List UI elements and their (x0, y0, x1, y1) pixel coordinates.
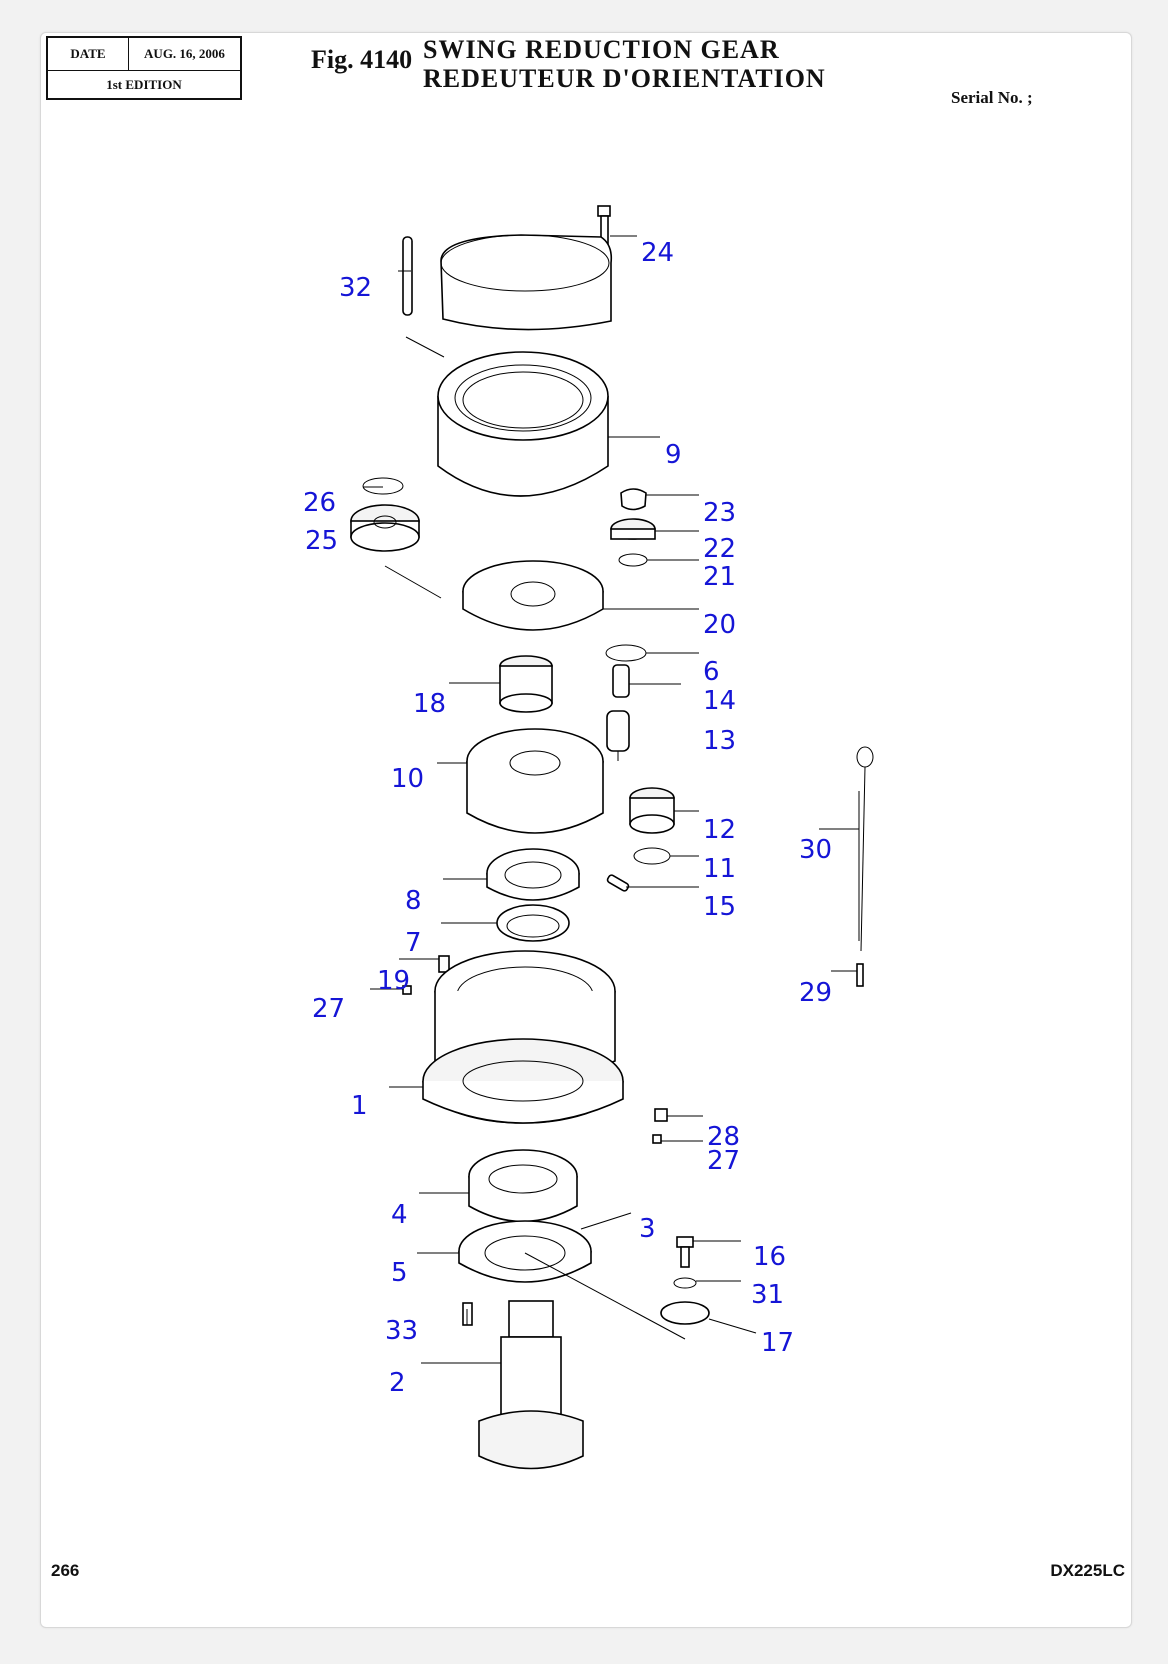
bearing-8 (486, 848, 580, 942)
date-label: DATE (48, 38, 129, 70)
carrier-10 (466, 728, 604, 834)
callout-31: 31 (751, 1280, 784, 1310)
callout-32: 32 (339, 273, 372, 303)
callout-6: 6 (703, 657, 720, 687)
pins-13-14 (605, 644, 647, 752)
plug-19 (402, 955, 450, 995)
title-french: REDEUTEUR D'ORIENTATION (423, 64, 826, 93)
callout-1: 1 (351, 1091, 368, 1121)
callout-8: 8 (405, 886, 422, 916)
date-edition-box: DATE AUG. 16, 2006 1st EDITION (46, 36, 242, 100)
planet-gear-12 (606, 787, 675, 892)
carrier-plate-20 (462, 560, 604, 631)
model-name: DX225LC (1050, 1561, 1125, 1580)
serial-number-label: Serial No. ; (951, 88, 1033, 107)
callout-5: 5 (391, 1258, 408, 1288)
pinion-shaft-2 (478, 1300, 584, 1470)
callout-28: 28 (707, 1122, 740, 1152)
callout-12: 12 (703, 815, 736, 845)
sun-gear-18 (499, 655, 553, 713)
callout-3: 3 (639, 1214, 656, 1244)
callout-15: 15 (703, 892, 736, 922)
callout-30: 30 (799, 835, 832, 865)
housing-1 (422, 950, 624, 1124)
callout-numbers: 32 24 9 26 25 23 22 21 20 6 14 18 13 10 … (303, 238, 832, 1398)
bolt-16 (660, 1236, 710, 1325)
cover-5 (458, 1220, 592, 1283)
callout-29: 29 (799, 978, 832, 1008)
callout-20: 20 (703, 610, 736, 640)
drawing-sheet: DATE AUG. 16, 2006 1st EDITION Fig. 4140… (40, 32, 1132, 1628)
planet-gear-25 (350, 477, 420, 552)
edition-label: 1st EDITION (106, 77, 182, 92)
callout-19: 19 (377, 966, 410, 996)
callout-25: 25 (305, 526, 338, 556)
callout-10: 10 (391, 764, 424, 794)
callout-22: 22 (703, 534, 736, 564)
callout-21: 21 (703, 562, 736, 592)
callout-9: 9 (665, 440, 682, 470)
callout-33: 33 (385, 1316, 418, 1346)
callout-18: 18 (413, 689, 446, 719)
ring-gear-9 (437, 351, 609, 497)
callout-7: 7 (405, 928, 422, 958)
callout-26: 26 (303, 488, 336, 518)
figure-number: Fig. 4140 (311, 45, 413, 74)
date-value: AUG. 16, 2006 (144, 46, 225, 61)
sun-gear-22 (610, 488, 656, 567)
callout-11: 11 (703, 854, 736, 884)
exploded-parts-diagram: 32 24 9 26 25 23 22 21 20 6 14 18 13 10 … (303, 205, 874, 1470)
leader-lines (363, 235, 859, 1364)
dipstick-30 (856, 746, 874, 987)
callout-14: 14 (703, 686, 736, 716)
page-number: 266 (51, 1561, 80, 1580)
callout-17: 17 (761, 1328, 794, 1358)
callout-27: 27 (312, 994, 345, 1024)
callout-27-lower: 27 (707, 1146, 740, 1176)
pin-32 (402, 236, 413, 316)
date-row: DATE AUG. 16, 2006 (48, 38, 240, 71)
callout-16: 16 (753, 1242, 786, 1272)
top-flange (440, 234, 613, 331)
fitting-28 (652, 1108, 668, 1144)
callout-2: 2 (389, 1368, 406, 1398)
bearing-4 (468, 1149, 578, 1223)
title-english: SWING REDUCTION GEAR (423, 35, 780, 64)
callout-4: 4 (391, 1200, 408, 1230)
callout-23: 23 (703, 498, 736, 528)
callout-13: 13 (703, 726, 736, 756)
callout-24: 24 (641, 238, 674, 268)
